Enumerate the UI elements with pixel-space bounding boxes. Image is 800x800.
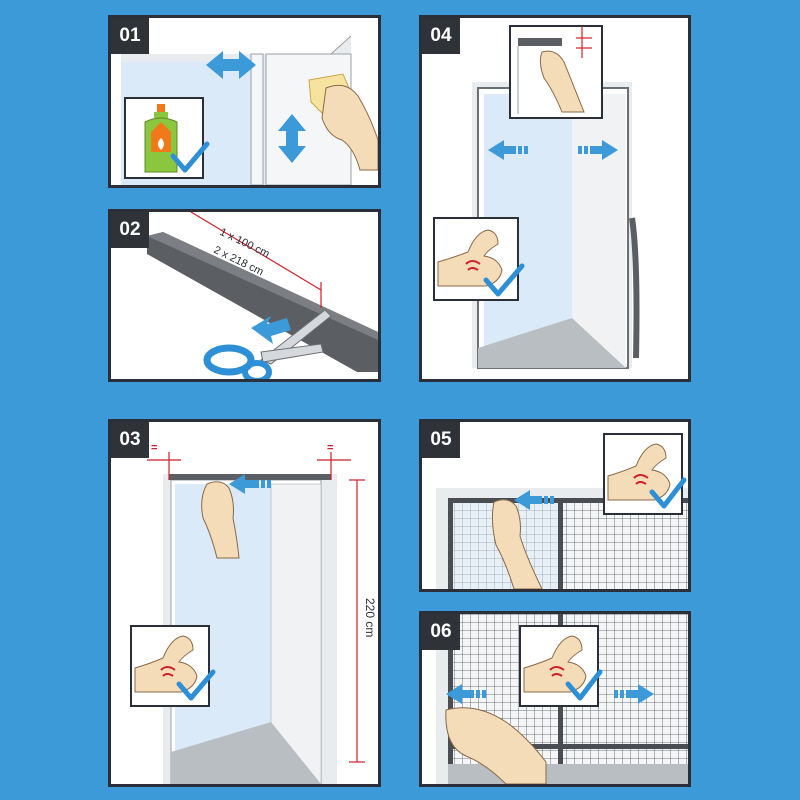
step-01-number: 01 <box>111 18 149 54</box>
step-02-number: 02 <box>111 212 149 248</box>
hand-icon <box>491 499 543 589</box>
step-05-panel: 05 <box>419 419 691 592</box>
velcro-tape <box>147 232 378 372</box>
double-arrow-icon <box>278 114 306 163</box>
height-label: 220 cm <box>363 598 377 638</box>
step-04-number: 04 <box>422 18 460 54</box>
checkmark-icon <box>176 669 216 701</box>
double-arrow-icon <box>206 51 256 79</box>
hand-icon <box>201 481 240 559</box>
checkmark-icon <box>170 141 210 173</box>
push-arrow-icon <box>251 316 291 344</box>
step-06-panel: 06 <box>419 611 691 787</box>
scissors-icon <box>203 309 332 379</box>
arrow-right-icon <box>578 140 618 160</box>
hanging-tape <box>629 217 640 359</box>
arrow-left-icon <box>488 140 528 160</box>
flexed-arm-icon <box>437 229 503 287</box>
hand-icon <box>445 707 547 784</box>
equal-mark-right: = <box>327 442 334 454</box>
step-03-number: 03 <box>111 422 149 458</box>
dimension-line <box>190 212 322 291</box>
step-04-panel: 04 <box>419 15 691 382</box>
checkmark-icon <box>483 263 525 297</box>
flexed-arm-icon <box>523 635 587 693</box>
arrow-right-icon <box>614 684 654 704</box>
step-01-panel: 01 <box>108 15 381 188</box>
hand-icon <box>321 84 378 171</box>
step-03-panel: 03 <box>108 419 381 787</box>
arrow-left-icon <box>229 474 271 494</box>
checkmark-icon <box>565 669 603 701</box>
flexed-arm-icon <box>134 635 198 693</box>
top-tape <box>169 474 331 480</box>
cleaner-bottle-icon <box>144 104 178 173</box>
step-05-number: 05 <box>422 422 460 458</box>
equal-mark-left: = <box>151 442 158 454</box>
hand-icon <box>539 50 585 113</box>
flexed-arm-icon <box>607 443 671 501</box>
arrow-left-icon <box>446 684 486 704</box>
step-02-panel: 02 1 x 100 cm 2 x 218 cm <box>108 209 381 382</box>
step-06-number: 06 <box>422 614 460 650</box>
checkmark-icon <box>649 477 687 509</box>
arrow-left-icon <box>514 490 554 510</box>
